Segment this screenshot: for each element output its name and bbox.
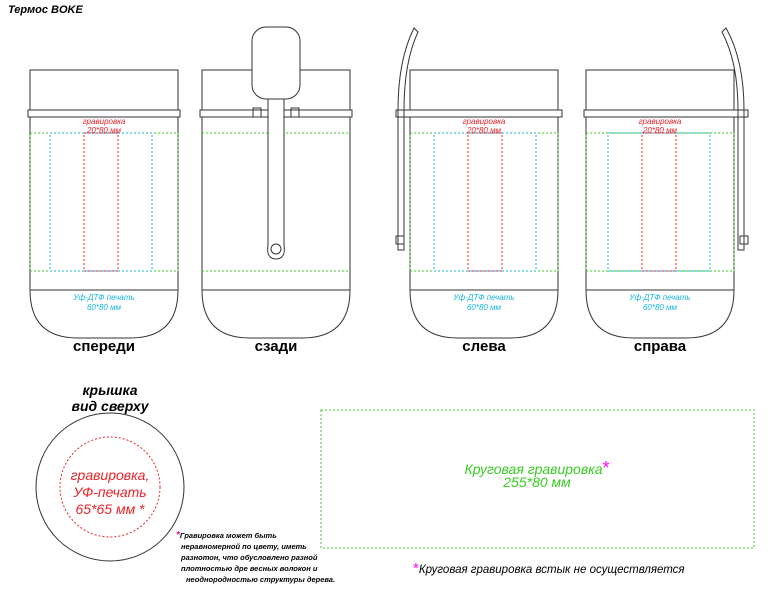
right-lid-body [585, 69, 735, 111]
right-buckle [739, 235, 749, 245]
left-engrave-size: 20*80 мм [466, 126, 502, 135]
lid-engrave-circle [59, 436, 161, 538]
circular-engrave-text: Круговая гравировка* 255*80 мм [322, 458, 752, 491]
front-lid-rim [27, 109, 181, 118]
left-strap [397, 27, 419, 251]
front-view [27, 69, 181, 339]
right-strap [721, 27, 745, 251]
front-print-size: 60*80 мм [86, 303, 122, 312]
right-lid-rim [583, 109, 749, 118]
note-line-4: плотностью дре весных волокон и [181, 564, 318, 573]
right-print-area [607, 132, 711, 272]
front-zone [29, 132, 179, 272]
left-zone [409, 132, 559, 272]
lid-text-line1: гравировка, [70, 467, 150, 483]
back-body [201, 117, 351, 339]
lid-outer-circle [35, 412, 185, 562]
right-engrave-size: 20*80 мм [642, 126, 678, 135]
back-view [199, 26, 353, 339]
left-engrave-label: гравировка [462, 117, 506, 126]
note-line-2: неравномерной по цвету, иметь [181, 542, 307, 551]
left-body [409, 117, 559, 339]
bottom-note-star: * [413, 560, 419, 577]
bottom-note-text: Круговая гравировка встык не осуществляе… [418, 564, 685, 576]
lid-caption: крышка вид сверху [40, 382, 180, 414]
lid-text-line2: УФ-печать [73, 484, 147, 500]
left-lid-rim [395, 109, 563, 118]
back-handle-hole [270, 243, 282, 255]
front-lid-body [29, 69, 179, 111]
bottom-note: *Круговая гравировка встык не осуществля… [413, 560, 733, 577]
right-zone [585, 132, 735, 272]
label-back: сзади [254, 338, 298, 355]
page-title: Термос BOKE [8, 4, 83, 16]
note-line-5: неоднородностью структуры дерева. [186, 575, 336, 584]
circular-zone-rect [320, 409, 755, 549]
back-hinge-left [252, 107, 262, 118]
right-engrave-area [641, 132, 677, 272]
right-print-size: 60*80 мм [642, 303, 678, 312]
wood-note: *Гравировка может быть неравномерной по … [176, 530, 351, 585]
left-engrave-area [467, 132, 503, 272]
circular-line1: Круговая гравировка [464, 461, 603, 477]
front-engrave-size: 20*80 мм [86, 126, 122, 135]
lid-engrave-text: гравировка, УФ-печать 65*65 мм * [40, 467, 180, 518]
lid-text-line3: 65*65 мм * [75, 501, 145, 517]
left-lid-body [409, 69, 559, 111]
front-body [29, 117, 179, 339]
right-print-label: Уф-ДТФ печать [629, 293, 691, 302]
left-view [395, 27, 563, 339]
lid-caption-line1: крышка [82, 382, 138, 398]
right-engrave-label: гравировка [638, 117, 682, 126]
back-handle-grip [251, 26, 301, 100]
front-print-label: Уф-ДТФ печать [73, 293, 135, 302]
left-print-area [433, 132, 537, 272]
note-line-3: разнотон, что обусловлено разной [181, 553, 318, 562]
left-buckle [395, 235, 405, 245]
front-engrave-area [83, 132, 119, 272]
back-hinge-right [290, 107, 300, 118]
back-handle [267, 98, 285, 260]
right-body [585, 117, 735, 339]
front-engrave-label: гравировка [82, 117, 126, 126]
label-right: справа [633, 338, 687, 355]
right-view [583, 27, 749, 339]
left-print-label: Уф-ДТФ печать [453, 293, 515, 302]
label-front: спереди [73, 338, 135, 355]
circular-star: * [602, 458, 610, 478]
label-left: слева [462, 338, 506, 355]
circular-line2: 255*80 мм [503, 474, 571, 490]
front-print-area [49, 132, 153, 272]
note-star: * [176, 530, 180, 541]
left-print-size: 60*80 мм [466, 303, 502, 312]
note-line-1: Гравировка может быть [179, 531, 277, 540]
lid-caption-line2: вид сверху [71, 398, 149, 414]
